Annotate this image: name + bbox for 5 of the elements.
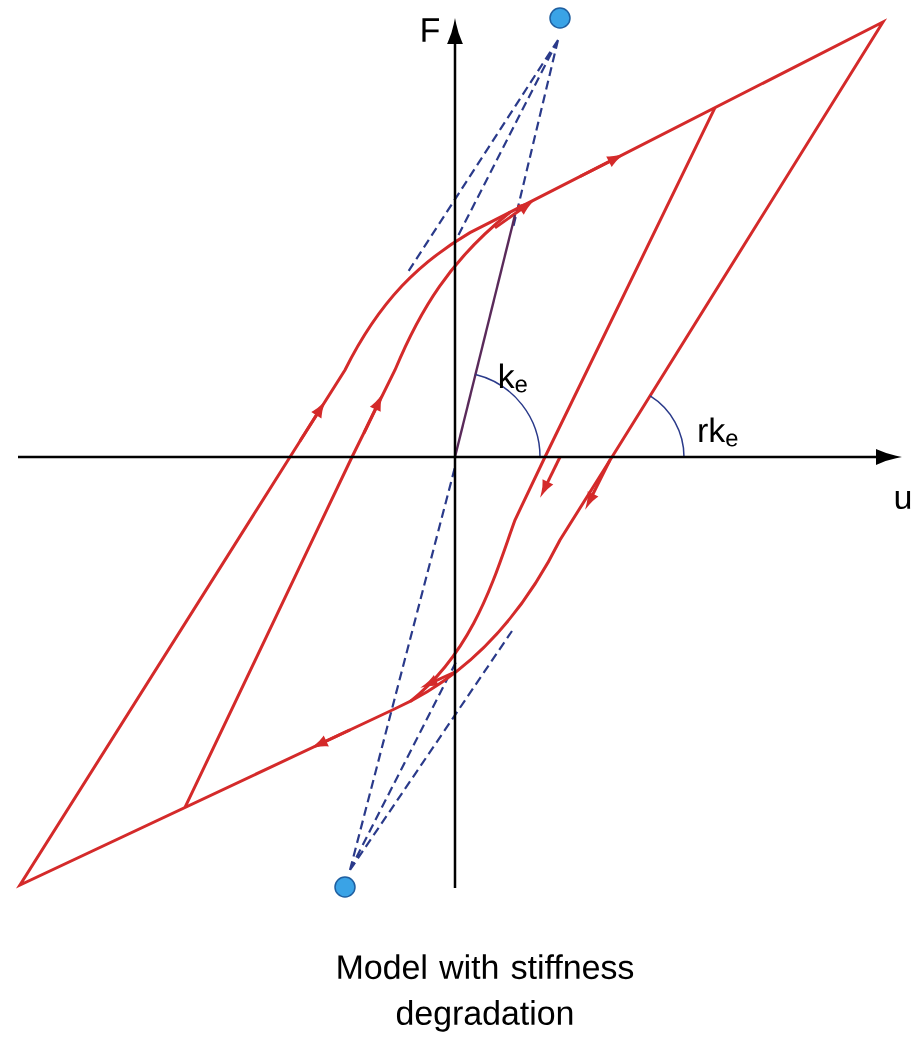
caption: Model with stiffness degradation bbox=[338, 954, 634, 1032]
stiffness-label: k$_{e}$ bbox=[499, 363, 527, 393]
stiffness-label: rk$_{e}$ bbox=[699, 417, 738, 447]
axis-label: F bbox=[422, 18, 439, 42]
axis-label: u bbox=[895, 490, 911, 510]
